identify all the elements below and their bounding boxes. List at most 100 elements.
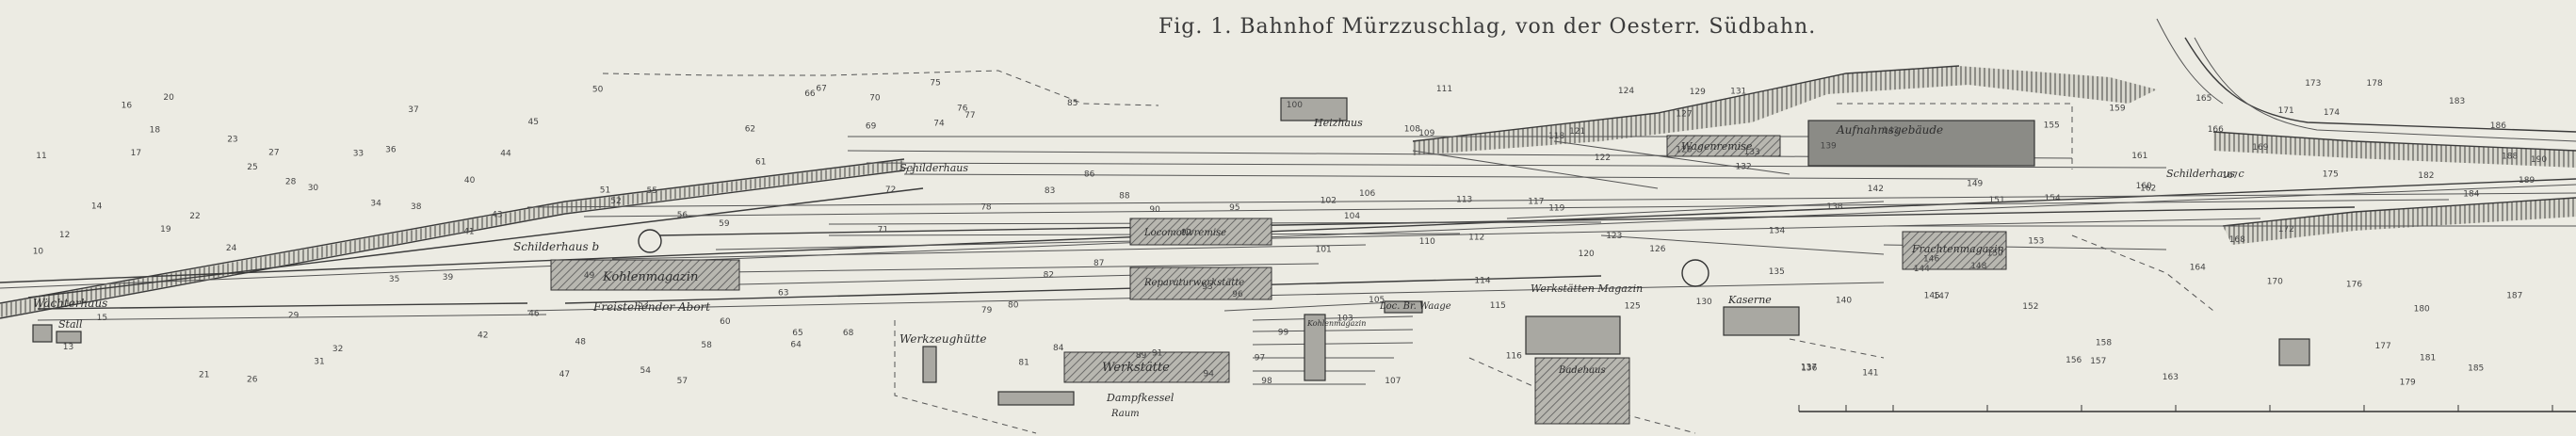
label-badehaus: Badehaus	[1558, 365, 1606, 376]
track-number: 166	[2208, 125, 2224, 135]
track-number: 35	[389, 275, 399, 284]
track-number: 183	[2449, 97, 2465, 106]
track-number: 42	[478, 331, 488, 340]
track-number: 101	[1316, 246, 1332, 255]
track-number: 84	[1053, 344, 1064, 353]
track-number: 17	[131, 149, 141, 158]
track-number: 155	[2044, 121, 2060, 130]
track-number: 47	[559, 370, 570, 379]
track-number: 67	[816, 85, 826, 94]
track-number: 74	[933, 120, 945, 129]
track-number: 79	[981, 306, 993, 315]
track-number: 69	[866, 122, 877, 132]
track-number: 13	[63, 343, 73, 352]
track-number: 150	[1987, 250, 2003, 259]
track-number: 167	[2222, 171, 2238, 181]
track-number: 115	[1490, 301, 1506, 311]
track-number: 71	[878, 225, 888, 234]
track-number: 72	[885, 186, 896, 195]
track-number: 78	[980, 203, 992, 213]
track-number: 154	[2045, 194, 2061, 203]
werkstatte-building	[1063, 351, 1230, 383]
label-heizhaus: Heizhaus	[1313, 117, 1363, 129]
upper-small-building	[1280, 97, 1348, 121]
track-number: 147	[1934, 292, 1950, 301]
track-number: 59	[719, 219, 730, 229]
track-number: 90	[1149, 205, 1160, 215]
track-numbers: 1011121314151617181920212223242526272829…	[33, 78, 2548, 387]
track-number: 19	[160, 225, 171, 234]
track-number: 119	[1548, 204, 1564, 214]
track-number: 49	[584, 271, 595, 281]
stall-building	[56, 331, 82, 344]
track-number: 132	[1736, 162, 1752, 171]
track-number: 176	[2346, 281, 2362, 290]
track-number: 123	[1606, 232, 1622, 241]
small-shed	[1304, 314, 1326, 381]
track-number: 130	[1696, 298, 1712, 307]
track-number: 24	[226, 244, 237, 253]
track-number: 177	[2375, 342, 2391, 351]
track-number: 187	[2506, 291, 2522, 300]
right-embankment	[1412, 65, 2576, 245]
track-number: 66	[804, 89, 816, 99]
track-number: 168	[2229, 235, 2245, 245]
track-number: 185	[2468, 364, 2484, 374]
track-number: 169	[2252, 143, 2268, 153]
label-schilderhaus-b: Schilderhaus b	[513, 240, 599, 253]
track-number: 28	[285, 178, 297, 187]
track-number: 48	[575, 337, 587, 347]
track-number: 25	[247, 163, 257, 172]
track-number: 117	[1528, 198, 1544, 207]
track-number: 81	[1018, 359, 1029, 368]
track-number: 188	[2502, 153, 2518, 162]
wagenremise-building	[1666, 135, 1781, 157]
track-number: 142	[1868, 185, 1884, 194]
track-number: 127	[1676, 110, 1692, 120]
track-number: 182	[2418, 171, 2434, 181]
track-number: 58	[701, 341, 712, 350]
track-number: 56	[677, 211, 689, 220]
boundary-dashes	[602, 70, 2214, 434]
label-raum: Raum	[1110, 409, 1140, 419]
labels: Wächterhaus Stall Schilderhaus b Kohlenm…	[33, 117, 2244, 419]
track-number: 43	[492, 211, 502, 220]
river	[2156, 18, 2576, 142]
label-heizhaus-left: Locomotivremise	[1143, 228, 1226, 238]
track-number: 111	[1436, 85, 1452, 94]
label-schilderhaus-top: Schilderhaus	[899, 162, 968, 174]
label-werkzeughutte: Werkzeughütte	[899, 332, 987, 346]
track-number: 33	[353, 150, 364, 159]
track-number: 162	[2140, 185, 2156, 194]
label-mittelgebaude: Reparaturwerkstätte	[1143, 278, 1244, 288]
track-number: 93	[1202, 283, 1212, 292]
track-number: 75	[930, 78, 940, 88]
track-number: 88	[1119, 192, 1130, 202]
track-number: 171	[2278, 106, 2294, 116]
track-number: 138	[1826, 202, 1842, 212]
track-number: 122	[1595, 153, 1611, 163]
track-number: 86	[1084, 170, 1095, 179]
track-number: 134	[1769, 227, 1785, 236]
track-number: 77	[964, 111, 975, 121]
label-kaserne: Kaserne	[1727, 294, 1772, 306]
track-number: 172	[2278, 225, 2294, 234]
track-number: 149	[1967, 179, 1983, 188]
label-kohlenmag2: Kohlenmagazin	[1306, 319, 1366, 328]
track-number: 68	[843, 329, 854, 338]
track-number: 102	[1320, 196, 1337, 205]
label-werkstatte: Werkstätte	[1102, 361, 1170, 375]
track-number: 151	[1989, 196, 2005, 205]
track-number: 120	[1579, 250, 1595, 259]
track-number: 76	[957, 105, 968, 114]
track-number: 105	[1369, 296, 1385, 305]
track-number: 146	[1923, 254, 1939, 264]
track-number: 156	[2066, 356, 2082, 365]
track-number: 116	[1506, 352, 1522, 362]
track-number: 64	[790, 340, 802, 349]
track-number: 121	[1569, 127, 1585, 137]
track-number: 96	[1232, 290, 1243, 299]
turntables	[638, 229, 1709, 287]
track-number: 124	[1618, 87, 1634, 96]
